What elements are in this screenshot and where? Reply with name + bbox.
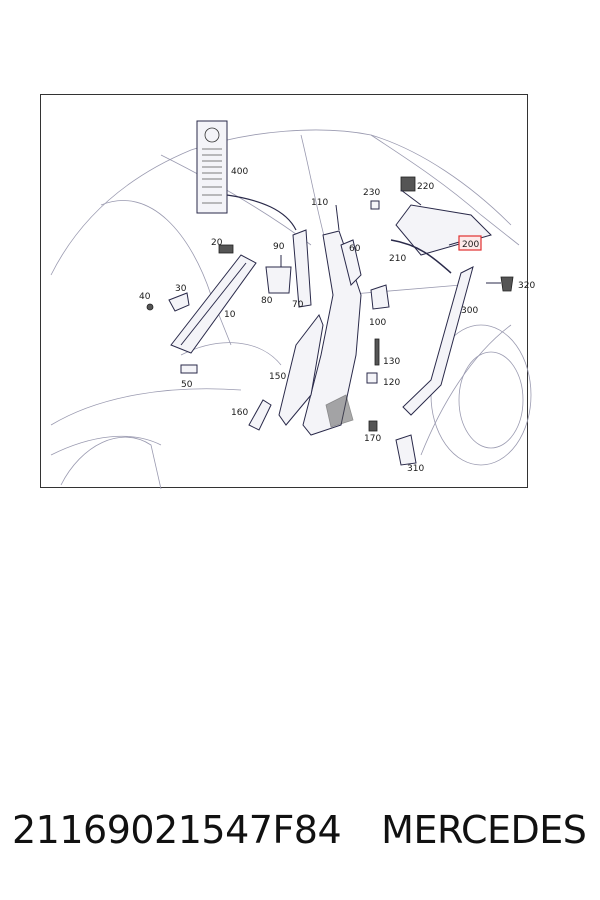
- part-number: 21169021547F84: [12, 808, 342, 852]
- caption: 21169021547F84 MERCEDES: [12, 808, 592, 852]
- label-160: 160: [231, 408, 248, 418]
- label-90: 90: [273, 242, 285, 252]
- label-60: 60: [349, 244, 361, 254]
- parts-diagram: 400 20 30 40 10 50 90 80 70 110 60 100 1…: [40, 94, 535, 490]
- label-200: 200: [462, 240, 479, 250]
- c-pillar-trim: [395, 266, 514, 466]
- label-100: 100: [369, 318, 386, 328]
- label-310: 310: [407, 464, 424, 474]
- highlight-box-200: [458, 235, 482, 251]
- label-210: 210: [389, 254, 406, 264]
- label-20: 20: [211, 238, 223, 248]
- label-30: 30: [175, 284, 187, 294]
- b-pillar-trim: [292, 204, 362, 436]
- label-110: 110: [311, 198, 328, 208]
- diagram-svg: 400 20 30 40 10 50 90 80 70 110 60 100 1…: [50, 120, 535, 490]
- label-150: 150: [269, 372, 286, 382]
- rear-quarter-trim: [370, 176, 492, 274]
- label-40: 40: [139, 292, 151, 302]
- a-pillar-trim: [170, 244, 257, 374]
- bracket-80: [265, 255, 292, 294]
- label-170: 170: [364, 434, 381, 444]
- label-50: 50: [181, 380, 193, 390]
- label-230: 230: [363, 188, 380, 198]
- label-300: 300: [461, 306, 478, 316]
- label-sheet-400: [196, 120, 297, 231]
- brand-name: MERCEDES: [381, 808, 587, 852]
- label-80: 80: [261, 296, 273, 306]
- label-70: 70: [292, 300, 304, 310]
- label-220: 220: [417, 182, 434, 192]
- lower-trim-150: [248, 313, 324, 431]
- label-10: 10: [224, 310, 236, 320]
- label-130: 130: [383, 357, 400, 367]
- part-labels: 400 20 30 40 10 50 90 80 70 110 60 100 1…: [139, 167, 535, 474]
- small-parts: [366, 284, 390, 432]
- clip-30: [146, 292, 190, 312]
- label-120: 120: [383, 378, 400, 388]
- label-400: 400: [231, 167, 248, 177]
- label-320: 320: [518, 281, 535, 291]
